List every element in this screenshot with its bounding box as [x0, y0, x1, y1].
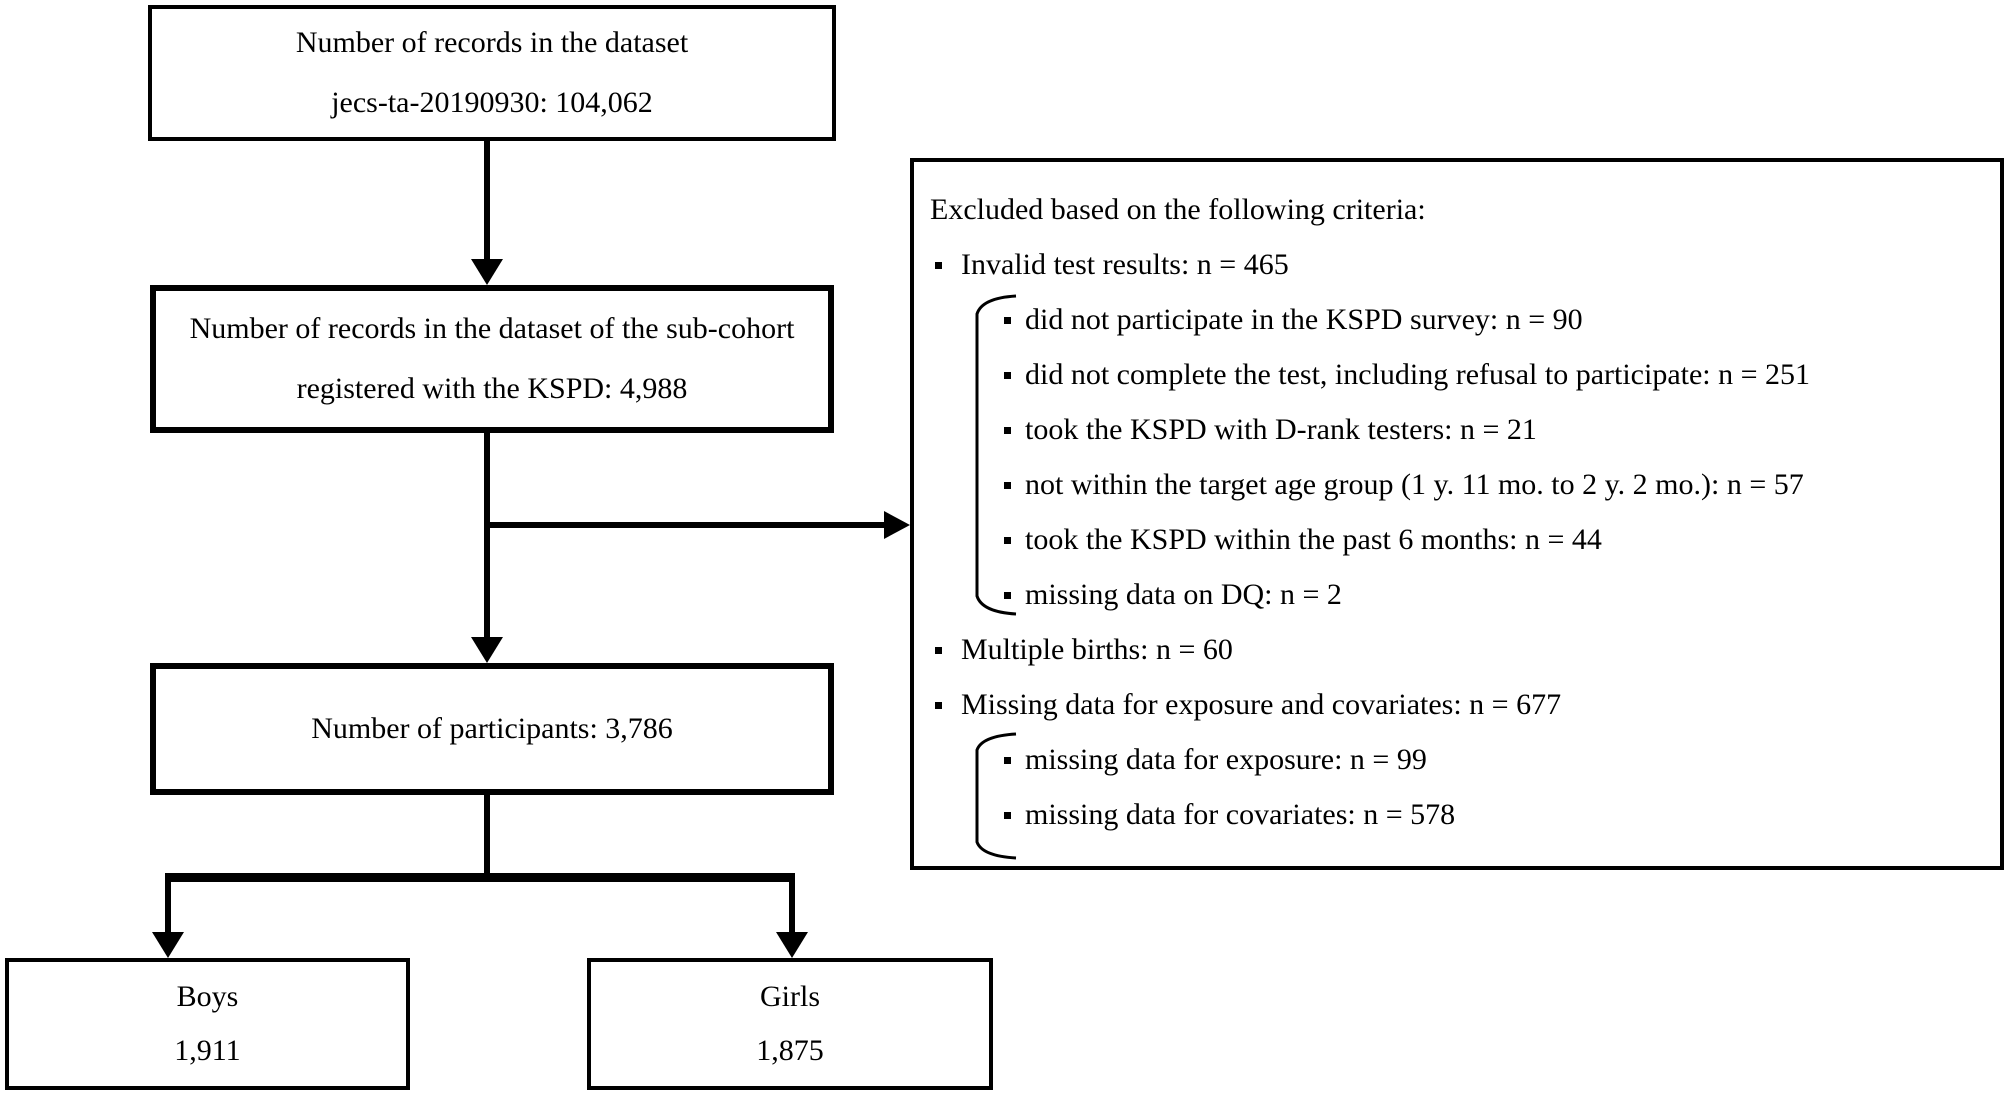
exclusion-subitem-label: missing data on DQ: n = 2: [1025, 578, 1342, 611]
boys-box: Boys 1,911: [5, 958, 410, 1090]
exclusion-subitem: missing data for covariates: n = 578: [1004, 797, 1455, 833]
boys-label: Boys: [176, 980, 239, 1013]
bullet-icon: [1004, 316, 1011, 324]
exclusion-subitem: took the KSPD with D-rank testers: n = 2…: [1004, 412, 1537, 448]
branch-bar: [165, 873, 795, 882]
bullet-icon: [1004, 426, 1011, 434]
arrow-down-icon: [471, 637, 503, 663]
left-bracket-icon: [975, 294, 1017, 616]
exclusion-subitem: missing data on DQ: n = 2: [1004, 577, 1342, 613]
girls-label: Girls: [760, 980, 820, 1013]
exclusion-subitem: not within the target age group (1 y. 11…: [1004, 467, 1804, 503]
exclusion-subitem: did not complete the test, including ref…: [1004, 357, 1810, 393]
exclusion-item-multiple-births: Multiple births: n = 60: [935, 632, 1233, 668]
exclusion-subitem: missing data for exposure: n = 99: [1004, 742, 1427, 778]
records-box-line1: Number of records in the dataset: [295, 26, 689, 59]
connector-line: [484, 433, 490, 639]
exclusion-subitem-label: did not participate in the KSPD survey: …: [1025, 303, 1583, 336]
exclusion-item-missing-data: Missing data for exposure and covariates…: [935, 687, 1561, 723]
exclusion-subitem-label: missing data for exposure: n = 99: [1025, 743, 1427, 776]
connector-line: [165, 879, 171, 934]
bullet-icon: [1004, 811, 1011, 819]
records-box-line2: jecs-ta-20190930: 104,062: [331, 86, 653, 119]
exclusion-subitem-label: not within the target age group (1 y. 11…: [1025, 468, 1804, 501]
boys-count: 1,911: [174, 1034, 241, 1067]
bullet-icon: [1004, 536, 1011, 544]
bullet-icon: [935, 261, 942, 269]
exclusion-panel: Excluded based on the following criteria…: [910, 158, 2004, 870]
participants-box: Number of participants: 3,786: [150, 663, 834, 795]
connector-line: [484, 795, 490, 879]
subcohort-box-line2: registered with the KSPD: 4,988: [296, 372, 688, 405]
connector-line: [484, 141, 490, 263]
exclusion-subitem-label: took the KSPD with D-rank testers: n = 2…: [1025, 413, 1537, 446]
connector-line: [487, 522, 886, 528]
bullet-icon: [935, 701, 942, 709]
connector-line: [789, 879, 795, 934]
arrow-down-icon: [776, 932, 808, 958]
subcohort-box-line1: Number of records in the dataset of the …: [189, 312, 795, 345]
bullet-icon: [1004, 371, 1011, 379]
bullet-icon: [1004, 756, 1011, 764]
arrow-down-icon: [152, 932, 184, 958]
girls-count: 1,875: [756, 1034, 824, 1067]
exclusion-subitem-label: took the KSPD within the past 6 months: …: [1025, 523, 1602, 556]
exclusion-subitem: took the KSPD within the past 6 months: …: [1004, 522, 1602, 558]
exclusion-item-invalid: Invalid test results: n = 465: [935, 247, 1289, 283]
bullet-icon: [1004, 591, 1011, 599]
girls-box: Girls 1,875: [587, 958, 993, 1090]
bullet-icon: [1004, 481, 1011, 489]
exclusion-title: Excluded based on the following criteria…: [930, 193, 1426, 226]
records-box: Number of records in the dataset jecs-ta…: [148, 5, 836, 141]
arrow-down-icon: [471, 259, 503, 285]
exclusion-item-label: Missing data for exposure and covariates…: [961, 688, 1562, 721]
exclusion-subitem-label: did not complete the test, including ref…: [1025, 358, 1811, 391]
exclusion-subitem: did not participate in the KSPD survey: …: [1004, 302, 1583, 338]
bullet-icon: [935, 646, 942, 654]
participants-box-line: Number of participants: 3,786: [311, 712, 673, 745]
subcohort-box: Number of records in the dataset of the …: [150, 285, 834, 433]
exclusion-subitem-label: missing data for covariates: n = 578: [1025, 798, 1456, 831]
exclusion-item-label: Invalid test results: n = 465: [961, 248, 1289, 281]
exclusion-item-label: Multiple births: n = 60: [961, 633, 1233, 666]
arrow-right-icon: [884, 511, 910, 539]
left-bracket-icon: [975, 732, 1017, 860]
